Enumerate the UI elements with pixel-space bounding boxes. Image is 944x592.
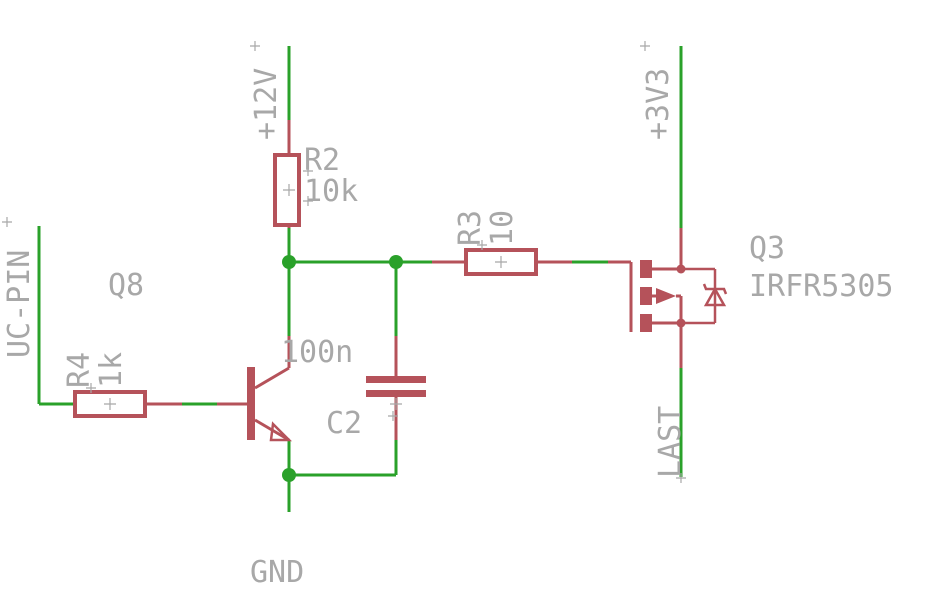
c2-name-label: C2 — [326, 406, 362, 441]
transistor-q8[interactable] — [217, 336, 293, 442]
r3-value-label: 10 — [485, 210, 520, 246]
supply-3v3-label: +3V3 — [641, 68, 676, 140]
mosfet-q3-channel-mid — [640, 287, 652, 305]
r2-value-label: 10k — [304, 174, 358, 209]
capacitor-c2-plate-top — [366, 376, 426, 383]
mosfet-q3-channel-bot — [640, 314, 652, 332]
last-label: LAST — [653, 406, 688, 478]
r3-name-label: R3 — [453, 210, 488, 246]
capacitor-c2-plate-bottom — [366, 390, 426, 397]
label-origins — [2, 41, 686, 483]
transistor-q8-emitter-arrow — [269, 421, 293, 442]
gnd-label: GND — [250, 555, 304, 590]
transistor-q8-base-bar — [247, 367, 255, 440]
resistor-r2[interactable] — [273, 120, 301, 228]
junction-emitter-node — [282, 468, 296, 482]
mosfet-q3[interactable] — [608, 228, 728, 368]
resistor-r3[interactable] — [432, 248, 572, 276]
mosfet-q3-channel-top — [640, 260, 652, 278]
wires — [37, 46, 683, 512]
r2-name-label: R2 — [304, 143, 340, 178]
capacitor-c2[interactable] — [366, 336, 426, 440]
labels: +12V +3V3 GND UC-PIN LAST R2 10k R3 10 R… — [2, 68, 894, 590]
r4-name-label: R4 — [62, 352, 97, 388]
junction-c2-node — [389, 255, 403, 269]
junctions — [282, 255, 403, 482]
r4-value-label: 1k — [94, 352, 129, 388]
supply-12v-label: +12V — [249, 68, 284, 140]
mosfet-q3-diode — [703, 286, 727, 307]
q8-name-label: Q8 — [108, 268, 144, 303]
q3-value-label: IRFR5305 — [749, 269, 894, 304]
q3-name-label: Q3 — [749, 231, 785, 266]
uc-pin-label: UC-PIN — [2, 250, 37, 358]
mosfet-q3-arrow — [656, 288, 676, 304]
resistor-r2-body — [273, 153, 301, 227]
junction-collector-node — [282, 255, 296, 269]
c2-value-label: 100n — [281, 335, 353, 370]
resistor-r4[interactable] — [73, 390, 182, 418]
